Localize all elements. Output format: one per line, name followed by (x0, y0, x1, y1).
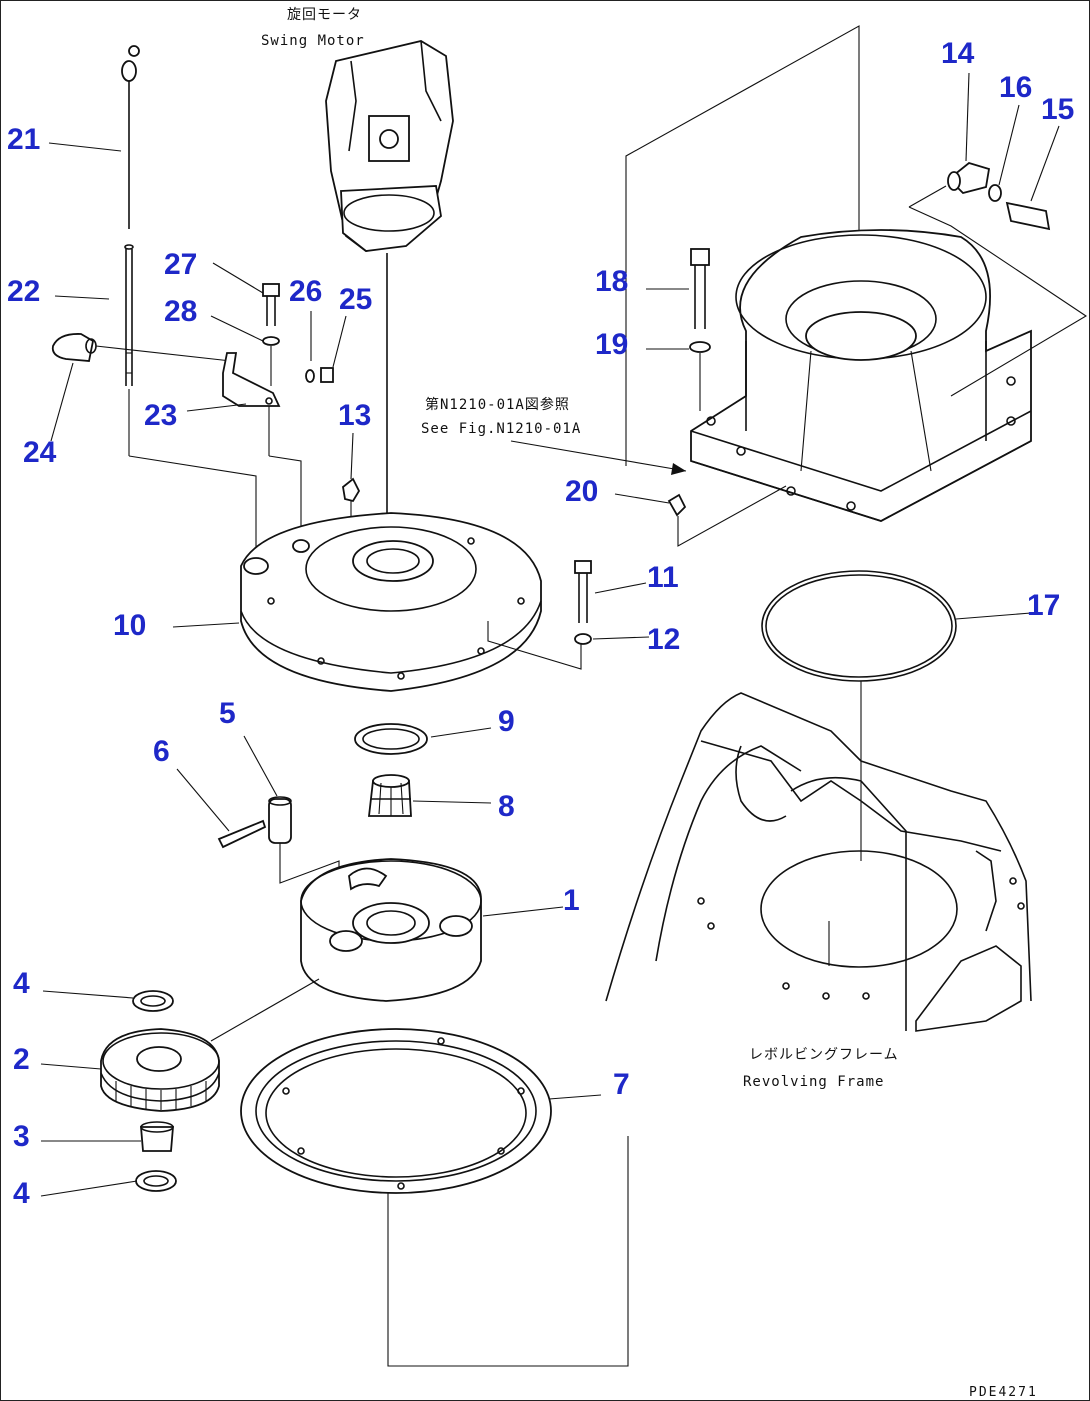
callout-17: 17 (1027, 589, 1060, 622)
callout-7: 7 (613, 1068, 630, 1101)
callout-18: 18 (595, 265, 628, 298)
callout-15: 15 (1041, 93, 1074, 126)
callout-27: 27 (164, 248, 197, 281)
revolving-frame (605, 692, 1032, 1032)
bolt-27 (262, 283, 280, 386)
cover-10 (240, 512, 582, 692)
plug-13 (342, 477, 361, 541)
plug-20 (667, 485, 787, 547)
callout-10: 10 (113, 609, 146, 642)
breather-fitting (908, 162, 1051, 231)
callout-3: 3 (13, 1120, 30, 1153)
o-ring-17 (761, 570, 957, 861)
callout-9: 9 (498, 705, 515, 738)
callout-20: 20 (565, 475, 598, 508)
callout-14: 14 (941, 37, 975, 70)
callout-22: 22 (7, 275, 40, 308)
callout-8: 8 (498, 790, 515, 823)
swing-motor-en-label: Swing Motor (261, 33, 365, 49)
callout-11: 11 (647, 561, 679, 594)
thrust-washer-top (132, 990, 174, 1012)
bolt-18 (689, 248, 711, 411)
callout-2: 2 (13, 1043, 30, 1076)
see-fig-arrow (671, 463, 686, 475)
ring-gear-7 (240, 1028, 629, 1367)
callout-26: 26 (289, 275, 322, 308)
figure-code: PDE4271 (969, 1385, 1038, 1400)
planet-gear-2 (100, 978, 320, 1112)
nut-and-washer (305, 367, 334, 383)
swing-motor (325, 40, 454, 521)
bolt-11 (574, 560, 592, 645)
callouts: 1 2 3 4 4 5 6 7 8 9 10 11 12 13 14 15 16… (7, 37, 1074, 1210)
callout-28: 28 (164, 295, 197, 328)
clamp (51, 333, 232, 362)
callout-6: 6 (153, 735, 170, 768)
callout-13: 13 (338, 399, 371, 432)
callout-19: 19 (595, 328, 628, 361)
carrier-1 (300, 858, 482, 1002)
bushing-3 (140, 1121, 174, 1152)
swing-case (625, 25, 1088, 522)
see-fig-jp-label: 第N1210-01A図参照 (425, 396, 570, 413)
callout-16: 16 (999, 71, 1032, 104)
callout-23: 23 (144, 399, 177, 432)
callout-21: 21 (7, 123, 40, 156)
leader-lines (40, 72, 1060, 1197)
callout-25: 25 (339, 283, 372, 316)
pin-6 (217, 819, 267, 849)
sun-gear-8 (367, 774, 412, 817)
revolving-frame-en-label: Revolving Frame (743, 1074, 884, 1090)
thrust-washer-bottom (135, 1170, 177, 1192)
callout-5: 5 (219, 697, 236, 730)
bracket (222, 352, 302, 546)
dipstick (121, 45, 257, 561)
callout-12: 12 (647, 623, 680, 656)
callout-24: 24 (23, 436, 57, 469)
revolving-frame-jp-label: レボルビングフレーム (749, 1047, 899, 1063)
callout-4-top: 4 (13, 967, 30, 1000)
swing-motor-jp-label: 旋回モータ (287, 7, 362, 23)
see-fig-en-label: See Fig.N1210-01A (421, 421, 581, 437)
callout-1: 1 (563, 884, 580, 917)
ring-9 (354, 723, 428, 755)
callout-4-bottom: 4 (13, 1177, 30, 1210)
